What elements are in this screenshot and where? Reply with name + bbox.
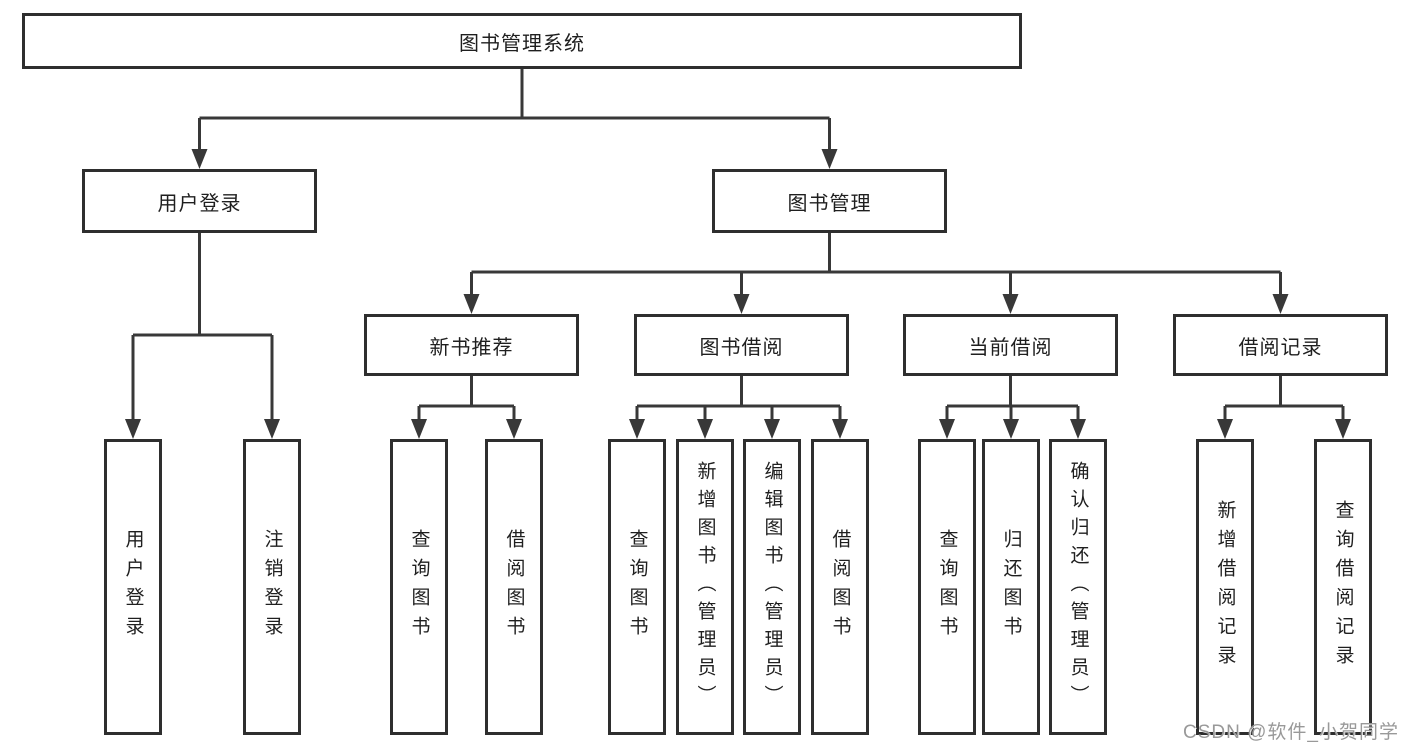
connector-book-management-to-level3: [463, 233, 1289, 314]
arrow-down-icon: [1217, 419, 1233, 439]
leaf-return-books: 归还图书: [982, 439, 1040, 735]
node-label: 借阅图书: [829, 529, 851, 645]
node-label: 当前借阅: [968, 336, 1053, 359]
connector-borrowing-records-to-leaves: [1217, 376, 1351, 439]
leaf-confirm-return-admin: 确认归还（管理员）: [1049, 439, 1107, 735]
arrow-down-icon: [191, 149, 208, 169]
node-label: 借阅图书: [503, 529, 525, 645]
leaf-add-borrow-record: 新增借阅记录: [1196, 439, 1254, 735]
leaf-borrowing-borrow-books: 借阅图书: [811, 439, 869, 735]
node-book-borrowing: 图书借阅: [634, 314, 849, 376]
node-label: 查询借阅记录: [1332, 500, 1354, 674]
connector-book-borrowing-to-leaves: [629, 376, 848, 439]
leaf-edit-books-admin: 编辑图书（管理员）: [743, 439, 801, 735]
arrow-down-icon: [733, 294, 750, 314]
node-label: 新书推荐: [429, 336, 514, 359]
leaf-user-login: 用户登录: [104, 439, 162, 735]
arrow-down-icon: [821, 149, 838, 169]
leaf-borrowing-query-books: 查询图书: [608, 439, 666, 735]
arrow-down-icon: [506, 419, 522, 439]
arrow-down-icon: [1335, 419, 1351, 439]
arrow-down-icon: [629, 419, 645, 439]
node-label: 图书管理系统: [459, 32, 585, 55]
node-label: 用户登录: [122, 529, 144, 645]
node-root-library-system: 图书管理系统: [22, 13, 1022, 69]
arrow-down-icon: [697, 419, 713, 439]
arrow-down-icon: [125, 419, 141, 439]
csdn-watermark: CSDN @软件_小贺同学: [1183, 722, 1399, 743]
node-borrowing-records: 借阅记录: [1173, 314, 1388, 376]
arrow-down-icon: [764, 419, 780, 439]
node-book-management: 图书管理: [712, 169, 947, 233]
connector-root-to-level2: [191, 69, 838, 169]
node-label: 确认归还（管理员）: [1067, 461, 1089, 713]
arrow-down-icon: [264, 419, 280, 439]
node-label: 归还图书: [1000, 529, 1022, 645]
leaf-query-borrow-record: 查询借阅记录: [1314, 439, 1372, 735]
node-label: 查询图书: [936, 529, 958, 645]
connector-user-login-to-leaves: [125, 233, 280, 439]
arrow-down-icon: [939, 419, 955, 439]
arrow-down-icon: [1272, 294, 1289, 314]
node-label: 查询图书: [408, 529, 430, 645]
connector-new-book-recommend-to-leaves: [411, 376, 522, 439]
node-label: 图书借阅: [699, 336, 784, 359]
node-label: 新增借阅记录: [1214, 500, 1236, 674]
node-user-login: 用户登录: [82, 169, 317, 233]
leaf-recommend-borrow-books: 借阅图书: [485, 439, 543, 735]
arrow-down-icon: [1070, 419, 1086, 439]
leaf-add-books-admin: 新增图书（管理员）: [676, 439, 734, 735]
node-label: 借阅记录: [1238, 336, 1323, 359]
node-label: 用户登录: [157, 192, 242, 215]
node-label: 查询图书: [626, 529, 648, 645]
arrow-down-icon: [832, 419, 848, 439]
arrow-down-icon: [411, 419, 427, 439]
node-label: 图书管理: [787, 192, 872, 215]
arrow-down-icon: [463, 294, 480, 314]
node-current-borrowing: 当前借阅: [903, 314, 1118, 376]
node-label: 注销登录: [261, 529, 283, 645]
leaf-current-query-books: 查询图书: [918, 439, 976, 735]
node-label: 编辑图书（管理员）: [761, 461, 783, 713]
arrow-down-icon: [1002, 294, 1019, 314]
arrow-down-icon: [1003, 419, 1019, 439]
node-new-book-recommend: 新书推荐: [364, 314, 579, 376]
connector-current-borrowing-to-leaves: [939, 376, 1086, 439]
node-label: 新增图书（管理员）: [694, 461, 716, 713]
leaf-recommend-query-books: 查询图书: [390, 439, 448, 735]
leaf-logout: 注销登录: [243, 439, 301, 735]
